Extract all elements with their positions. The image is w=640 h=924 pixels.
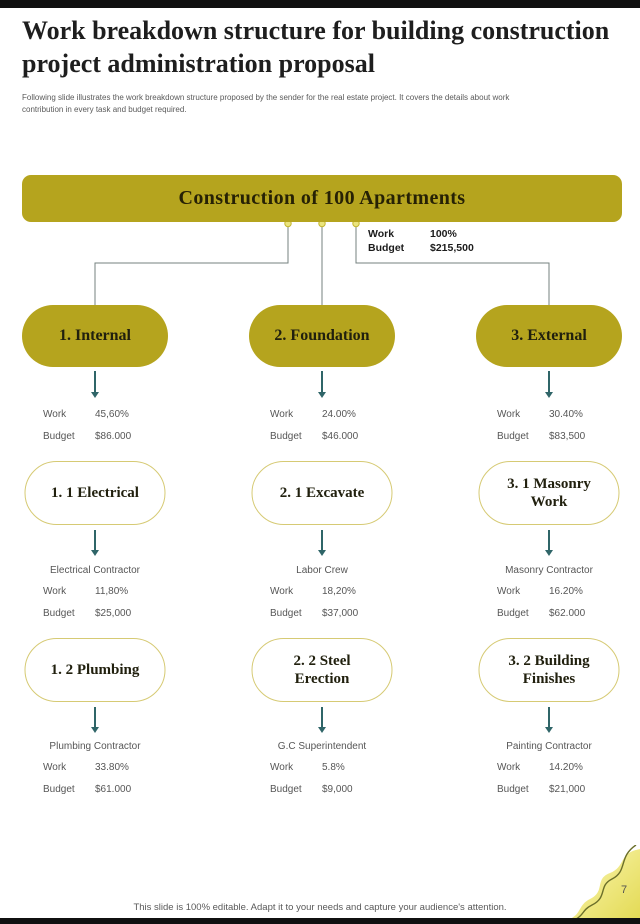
stat-label: Budget — [368, 242, 405, 254]
page-title: Work breakdown structure for building co… — [22, 16, 610, 79]
root-stats: Work 100% Budget $215,500 — [368, 227, 474, 255]
arrow-down-icon — [318, 530, 326, 556]
stat-value: 100% — [430, 228, 457, 240]
stat-value: $37,000 — [322, 608, 359, 619]
arrow-down-icon — [91, 530, 99, 556]
root-node-label: Construction of 100 Apartments — [178, 187, 466, 209]
task-stats: Work 18,20% Budget $37,000 — [270, 585, 374, 629]
stat-value: 11,80% — [95, 586, 129, 597]
stat-label: Work — [270, 586, 294, 597]
wbs-column-internal: 1. Internal Work 45,60% Budget $86.000 1. … — [0, 0, 190, 924]
root-node: Construction of 100 Apartments — [22, 175, 622, 222]
task-stats: Work 33.80% Budget $61.000 — [43, 761, 147, 805]
stat-value: 5.8% — [322, 762, 345, 773]
task-stats: Work 14.20% Budget $21,000 — [497, 761, 601, 805]
contractor-name: Plumbing Contractor — [49, 741, 141, 752]
stat-value: $46.000 — [322, 431, 359, 442]
stat-value: $21,000 — [549, 784, 586, 795]
stat-value: $86.000 — [95, 431, 132, 442]
stat-label: Budget — [270, 431, 302, 442]
stat-label: Budget — [43, 608, 75, 619]
stat-value: $25,000 — [95, 608, 132, 619]
arrow-down-icon — [91, 371, 99, 398]
task-node: 2. 1 Excavate — [251, 461, 393, 525]
stat-value: $62.000 — [549, 608, 586, 619]
stat-value: 16.20% — [549, 586, 583, 597]
stat-value: 33.80% — [95, 762, 129, 773]
stat-value: 18,20% — [322, 586, 356, 597]
stat-label: Budget — [43, 784, 75, 795]
stat-value: 24.00% — [322, 409, 356, 420]
stat-value: 45,60% — [95, 409, 129, 420]
task-label: 3. 1 Masonry Work — [507, 476, 591, 510]
task-label: 1. 1 Electrical — [51, 485, 139, 501]
task-node: 1. 2 Plumbing — [24, 638, 166, 702]
arrow-down-icon — [545, 707, 553, 733]
contractor-name: G.C Superintendent — [277, 741, 367, 752]
stat-label: Budget — [270, 784, 302, 795]
branch-node: 2. Foundation — [249, 305, 395, 367]
wbs-column-foundation: 2. Foundation Work 24.00% Budget $46.000 2… — [227, 0, 417, 924]
task-stats: Work 11,80% Budget $25,000 — [43, 585, 147, 629]
branch-label: 2. Foundation — [274, 327, 370, 344]
task-node: 2. 2 Steel Erection — [251, 638, 393, 702]
stat-label: Work — [270, 762, 294, 773]
stat-value: 14.20% — [549, 762, 583, 773]
branch-stats: Work 45,60% Budget $86.000 — [43, 408, 147, 452]
stat-value: $61.000 — [95, 784, 132, 795]
arrow-down-icon — [318, 707, 326, 733]
stat-label: Work — [497, 409, 521, 420]
page-number-blob: 7 — [570, 845, 640, 919]
stat-value: $83,500 — [549, 431, 586, 442]
contractor-name: Painting Contractor — [506, 741, 592, 752]
wbs-column-external: 3. External Work 30.40% Budget $83,500 3. … — [454, 0, 640, 924]
root-budget-row: Budget $215,500 — [368, 241, 474, 255]
task-node: 1. 1 Electrical — [24, 461, 166, 525]
stat-label: Budget — [43, 431, 75, 442]
stat-label: Budget — [270, 608, 302, 619]
arrow-down-icon — [318, 371, 326, 398]
contractor-name: Electrical Contractor — [49, 565, 141, 576]
stat-label: Work — [368, 228, 395, 240]
stat-label: Budget — [497, 431, 529, 442]
task-stats: Work 5.8% Budget $9,000 — [270, 761, 374, 805]
branch-node: 3. External — [476, 305, 622, 367]
stat-label: Work — [43, 586, 67, 597]
branch-stats: Work 24.00% Budget $46.000 — [270, 408, 374, 452]
stat-label: Budget — [497, 608, 529, 619]
top-black-bar — [0, 0, 640, 8]
stat-label: Work — [497, 586, 521, 597]
stat-label: Work — [43, 409, 67, 420]
root-work-row: Work 100% — [368, 227, 474, 241]
bottom-black-bar — [0, 918, 640, 924]
contractor-name: Masonry Contractor — [505, 565, 593, 576]
task-node: 3. 2 Building Finishes — [478, 638, 620, 702]
stat-value: $215,500 — [430, 242, 474, 254]
stat-label: Work — [270, 409, 294, 420]
task-label: 2. 2 Steel Erection — [293, 653, 351, 687]
branch-node: 1. Internal — [22, 305, 168, 367]
stat-value: $9,000 — [322, 784, 353, 795]
contractor-name: Labor Crew — [296, 565, 348, 576]
arrow-down-icon — [545, 530, 553, 556]
branch-stats: Work 30.40% Budget $83,500 — [497, 408, 601, 452]
branch-label: 1. Internal — [59, 327, 131, 344]
stat-label: Budget — [497, 784, 529, 795]
stat-label: Work — [497, 762, 521, 773]
page-number: 7 — [621, 884, 627, 896]
task-label: 2. 1 Excavate — [279, 485, 365, 501]
arrow-down-icon — [91, 707, 99, 733]
stat-label: Work — [43, 762, 67, 773]
page-subtitle: Following slide illustrates the work bre… — [22, 93, 510, 114]
branch-label: 3. External — [511, 327, 587, 344]
footer-note: This slide is 100% editable. Adapt it to… — [133, 902, 507, 913]
task-node: 3. 1 Masonry Work — [478, 461, 620, 525]
arrow-down-icon — [545, 371, 553, 398]
connector-lines — [94, 222, 550, 306]
task-label: 1. 2 Plumbing — [50, 662, 140, 678]
task-stats: Work 16.20% Budget $62.000 — [497, 585, 601, 629]
task-label: 3. 2 Building Finishes — [508, 653, 590, 687]
stat-value: 30.40% — [549, 409, 583, 420]
